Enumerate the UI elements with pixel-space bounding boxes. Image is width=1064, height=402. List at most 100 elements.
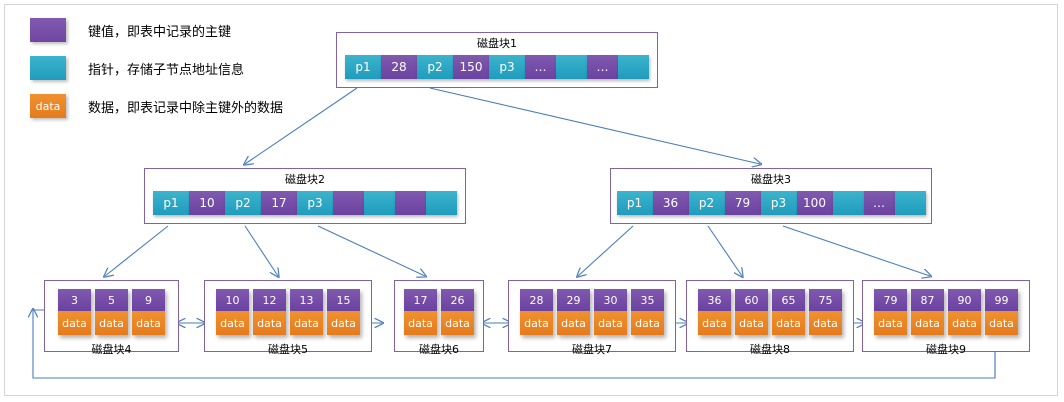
node-disk-block-2[interactable]: 磁盘块2 p1 10 p2 17 p3 [144, 168, 466, 224]
node-disk-block-4[interactable]: 3 data 5 data 9 data 磁盘块4 [44, 280, 179, 356]
cell-pointer-empty-2[interactable] [894, 191, 926, 215]
cell-key-79[interactable]: 79 [724, 191, 761, 215]
cell-pointer-empty-2[interactable] [618, 55, 649, 79]
leaf-data: data [631, 311, 664, 335]
node-title-disk-block-7: 磁盘块7 [572, 343, 612, 356]
leaf-entry[interactable]: 12 data [253, 289, 286, 335]
cell-pointer-p1[interactable]: p1 [153, 191, 189, 215]
leaf-entry[interactable]: 9 data [132, 289, 165, 335]
node-disk-block-8[interactable]: 36 data 60 data 65 data 75 data 磁盘块8 [686, 280, 854, 356]
cell-pointer-p1[interactable]: p1 [345, 55, 381, 79]
node-disk-block-9[interactable]: 79 data 87 data 90 data 99 data 磁盘块9 [862, 280, 1030, 356]
leaf-entry[interactable]: 75 data [809, 289, 842, 335]
leaf-key: 79 [874, 289, 907, 311]
cell-key-ellipsis-1[interactable]: … [863, 191, 895, 215]
leaf-data: data [520, 311, 553, 335]
leaf-key: 99 [985, 289, 1018, 311]
leaf-data: data [772, 311, 805, 335]
leaf-data: data [95, 311, 128, 335]
leaf-key: 13 [290, 289, 323, 311]
cell-pointer-empty-1[interactable] [556, 55, 587, 79]
node-disk-block-1[interactable]: 磁盘块1 p1 28 p2 150 p3 … … [336, 32, 658, 88]
leaf-data: data [290, 311, 323, 335]
cell-pointer-p3[interactable]: p3 [297, 191, 333, 215]
node-disk-block-3[interactable]: 磁盘块3 p1 36 p2 79 p3 100 … [610, 168, 932, 224]
node-title-disk-block-2: 磁盘块2 [285, 173, 325, 186]
leaf-entry[interactable]: 79 data [874, 289, 907, 335]
leaf-entry[interactable]: 90 data [948, 289, 981, 335]
leaf-data: data [911, 311, 944, 335]
legend-item-data: data 数据，即表记录中除主键外的数据 [30, 88, 330, 124]
leaf-entries-disk-block-6: 17 data 26 data [395, 289, 483, 335]
leaf-entry[interactable]: 10 data [216, 289, 249, 335]
cell-pointer-p3[interactable]: p3 [760, 191, 797, 215]
leaf-entry[interactable]: 5 data [95, 289, 128, 335]
cell-key-empty-1[interactable] [333, 191, 364, 215]
leaf-key: 10 [216, 289, 249, 311]
cell-pointer-p2[interactable]: p2 [225, 191, 261, 215]
leaf-key: 65 [772, 289, 805, 311]
node-disk-block-7[interactable]: 28 data 29 data 30 data 35 data 磁盘块7 [508, 280, 676, 356]
cell-pointer-empty-2[interactable] [426, 191, 457, 215]
cell-key-28[interactable]: 28 [381, 55, 417, 79]
leaf-data: data [327, 311, 360, 335]
leaf-entry[interactable]: 35 data [631, 289, 664, 335]
node-title-disk-block-3: 磁盘块3 [751, 173, 791, 186]
leaf-entry[interactable]: 28 data [520, 289, 553, 335]
leaf-entries-disk-block-8: 36 data 60 data 65 data 75 data [687, 289, 853, 335]
leaf-entry[interactable]: 36 data [698, 289, 731, 335]
leaf-data: data [132, 311, 165, 335]
cell-pointer-empty-1[interactable] [364, 191, 395, 215]
leaf-entry[interactable]: 15 data [327, 289, 360, 335]
leaf-data: data [253, 311, 286, 335]
leaf-data: data [698, 311, 731, 335]
leaf-key: 12 [253, 289, 286, 311]
legend-label-data: 数据，即表记录中除主键外的数据 [88, 100, 284, 116]
leaf-data: data [735, 311, 768, 335]
leaf-key: 87 [911, 289, 944, 311]
cell-key-ellipsis-2[interactable]: … [587, 55, 618, 79]
cell-pointer-p3[interactable]: p3 [489, 55, 525, 79]
cell-pointer-p2[interactable]: p2 [417, 55, 453, 79]
leaf-key: 60 [735, 289, 768, 311]
leaf-entry[interactable]: 29 data [557, 289, 590, 335]
node-disk-block-5[interactable]: 10 data 12 data 13 data 15 data 磁盘块5 [204, 280, 372, 356]
leaf-entries-disk-block-9: 79 data 87 data 90 data 99 data [863, 289, 1029, 335]
leaf-entry[interactable]: 30 data [594, 289, 627, 335]
leaf-key: 30 [594, 289, 627, 311]
leaf-entry[interactable]: 65 data [772, 289, 805, 335]
leaf-key: 35 [631, 289, 664, 311]
leaf-entry[interactable]: 3 data [58, 289, 91, 335]
legend-item-pointer: 指针，存储子节点地址信息 [30, 50, 330, 86]
cell-pointer-empty-1[interactable] [832, 191, 864, 215]
cell-key-10[interactable]: 10 [189, 191, 225, 215]
leaf-entry[interactable]: 87 data [911, 289, 944, 335]
cell-key-100[interactable]: 100 [796, 191, 833, 215]
leaf-data: data [58, 311, 91, 335]
cell-key-150[interactable]: 150 [453, 55, 489, 79]
cell-key-empty-2[interactable] [395, 191, 426, 215]
leaf-entry[interactable]: 60 data [735, 289, 768, 335]
leaf-entries-disk-block-7: 28 data 29 data 30 data 35 data [509, 289, 675, 335]
leaf-entry[interactable]: 17 data [404, 289, 437, 335]
leaf-entries-disk-block-4: 3 data 5 data 9 data [45, 289, 178, 335]
leaf-data: data [948, 311, 981, 335]
cell-key-17[interactable]: 17 [261, 191, 297, 215]
cell-key-ellipsis-1[interactable]: … [525, 55, 556, 79]
leaf-data: data [441, 311, 474, 335]
leaf-key: 29 [557, 289, 590, 311]
leaf-entry[interactable]: 26 data [441, 289, 474, 335]
leaf-data: data [557, 311, 590, 335]
cell-pointer-p1[interactable]: p1 [616, 191, 653, 215]
cell-key-36[interactable]: 36 [652, 191, 689, 215]
node-cells-disk-block-3: p1 36 p2 79 p3 100 … [616, 191, 926, 215]
cell-pointer-p2[interactable]: p2 [688, 191, 725, 215]
leaf-entry[interactable]: 99 data [985, 289, 1018, 335]
node-title-disk-block-1: 磁盘块1 [477, 37, 517, 50]
key-swatch [30, 18, 66, 42]
leaf-entry[interactable]: 13 data [290, 289, 323, 335]
node-title-disk-block-9: 磁盘块9 [926, 343, 966, 356]
node-disk-block-6[interactable]: 17 data 26 data 磁盘块6 [394, 280, 484, 356]
leaf-key: 15 [327, 289, 360, 311]
